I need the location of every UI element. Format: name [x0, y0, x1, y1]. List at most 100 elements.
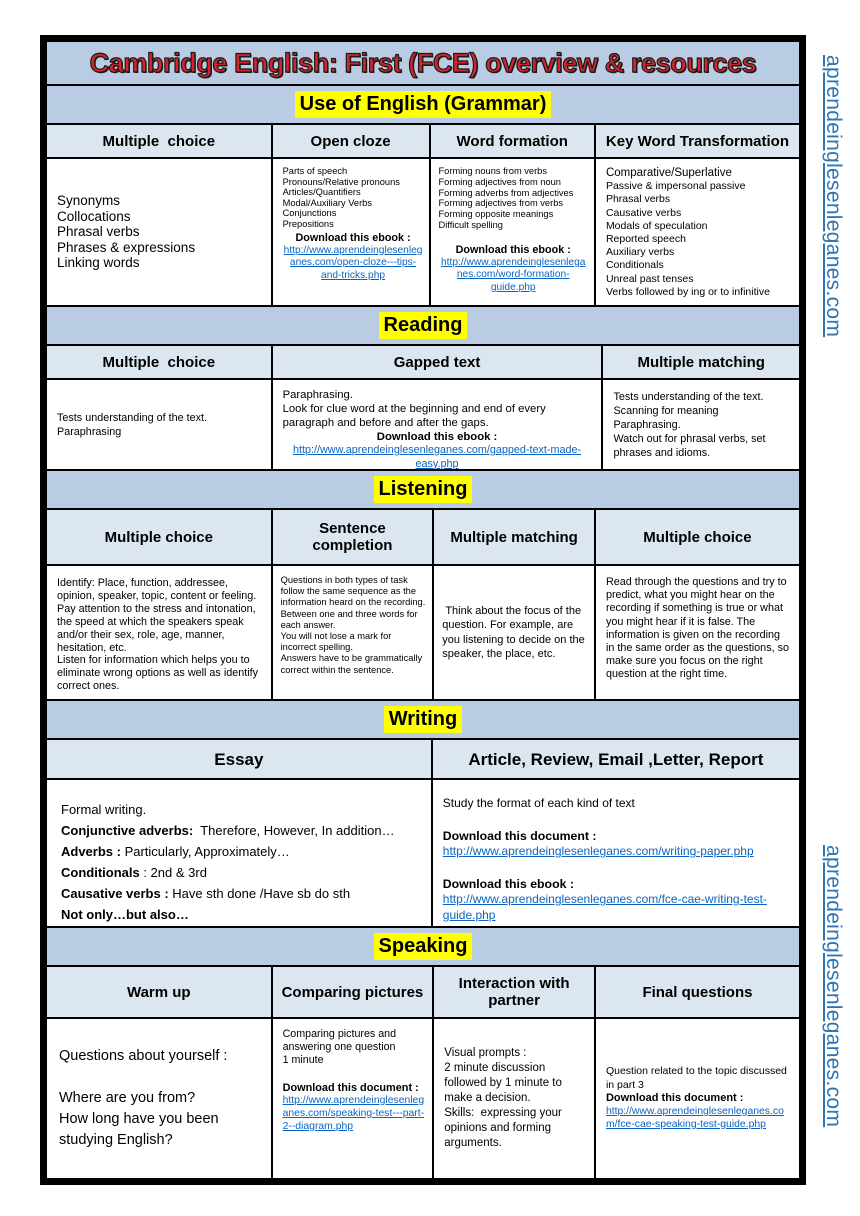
text-line: Questions about yourself :	[59, 1048, 228, 1064]
text-line: Look for clue word at the beginning and …	[282, 403, 549, 429]
section-bar-writing: Writing	[47, 701, 799, 740]
writing-header-article-review: Article, Review, Email ,Letter, Report	[468, 749, 764, 769]
text-line: Paraphrasing	[57, 425, 122, 438]
site-watermark-link-bottom[interactable]: aprendeinglesenleganes.com	[822, 845, 845, 1128]
text-line: Causative verbs : Have sth done /Have sb…	[61, 886, 351, 901]
list-item: Articles/Quantifiers	[282, 187, 361, 198]
listening-multiple-choice-2-cell: Read through the questions and try to pr…	[595, 566, 799, 699]
gapped-text-ebook-link[interactable]: http://www.aprendeinglesenleganes.com/ga…	[292, 444, 582, 469]
listening-multiple-choice-1-cell: Identify: Place, function, addressee, op…	[47, 566, 273, 699]
text-line: Read through the questions and try to pr…	[605, 576, 792, 681]
text-line: Visual prompts :	[444, 1047, 527, 1059]
uoe-header-word-formation: Word formation	[431, 125, 596, 157]
reading-header-multiple-matching: Multiple matching	[637, 353, 765, 371]
list-item: Conjunctions	[282, 208, 337, 219]
text-line: Tests understanding of the text.	[57, 411, 208, 424]
list-item: Comparative/Superlative	[605, 167, 732, 179]
list-item: Forming adverbs from adjectives	[438, 187, 574, 198]
uoe-header-multiple-choice: Multiple choice	[47, 125, 273, 157]
list-item: Difficult spelling	[438, 219, 503, 230]
list-item: Parts of speech	[282, 166, 348, 176]
word-formation-ebook-link[interactable]: http://www.aprendeinglesenleganes.com/wo…	[441, 256, 586, 293]
text-line: Identify: Place, function, addressee, op…	[57, 577, 257, 602]
speaking-interaction-cell: Visual prompts : 2 minute discussion fol…	[434, 1019, 596, 1178]
reading-gapped-text-cell: Paraphrasing. Look for clue word at the …	[272, 380, 604, 469]
list-item: Modals of speculation	[605, 219, 708, 232]
writing-ebook-link[interactable]: http://www.aprendeinglesenleganes.com/fc…	[442, 892, 767, 922]
text-line: Listen for information which helps you t…	[57, 654, 262, 693]
uoe-header-key-word-transformation: Key Word Transformation	[605, 132, 789, 150]
writing-paper-link[interactable]: http://www.aprendeinglesenleganes.com/wr…	[442, 844, 754, 858]
text-line: Not only…but also…	[61, 907, 189, 922]
list-item: Phrasal verbs	[57, 224, 140, 240]
speaking-comparing-pictures-cell: Comparing pictures and answering one que…	[272, 1019, 435, 1178]
uoe-content-row: Synonyms Collocations Phrasal verbs Phra…	[47, 159, 799, 307]
listening-header-multiple-choice-1: Multiple choice	[47, 510, 273, 564]
list-item: Auxiliary verbs	[605, 246, 675, 259]
download-label: Download this document :	[442, 828, 597, 843]
speaking-header-final-questions: Final questions	[642, 983, 753, 1001]
list-item: Causative verbs	[605, 206, 682, 219]
list-item: Prepositions	[282, 218, 334, 229]
site-watermark-link-top[interactable]: aprendeinglesenleganes.com	[822, 55, 845, 338]
list-item: Linking words	[57, 255, 140, 271]
text-line: Conjunctive adverbs: Therefore, However,…	[61, 823, 395, 838]
list-item: Forming adjectives from verbs	[438, 198, 564, 209]
writing-header-essay: Essay	[47, 740, 433, 778]
text-line: 2 minute discussion followed by 1 minute…	[444, 1062, 566, 1104]
text-line: Between one and three words for each ans…	[280, 608, 421, 630]
reading-multiple-choice-cell: Tests understanding of the text. Paraphr…	[47, 380, 273, 469]
listening-header-sentence-completion: Sentence completion	[273, 510, 435, 564]
section-bar-speaking: Speaking	[47, 928, 799, 967]
download-label: Download this document :	[282, 1082, 419, 1094]
speaking-guide-link[interactable]: http://www.aprendeinglesenleganes.com/fc…	[605, 1105, 784, 1130]
list-item: Phrases & expressions	[57, 239, 196, 255]
text-line: Paraphrasing.	[282, 389, 353, 401]
list-item: Collocations	[57, 208, 131, 224]
reading-header-row: Multiple choice Gapped text Multiple mat…	[47, 346, 799, 380]
text-line: Where are you from?	[59, 1090, 196, 1106]
speaking-diagram-link[interactable]: http://www.aprendeinglesenleganes.com/sp…	[282, 1095, 425, 1132]
list-item: Unreal past tenses	[605, 272, 694, 285]
list-item: Modal/Auxiliary Verbs	[282, 197, 372, 208]
open-cloze-ebook-link[interactable]: http://www.aprendeinglesenleganes.com/op…	[283, 244, 423, 281]
uoe-key-word-transformation-cell: Comparative/Superlative Passive & impers…	[595, 159, 799, 305]
list-item: Forming nouns from verbs	[438, 166, 548, 176]
title-row: Cambridge English: First (FCE) overview …	[47, 42, 799, 86]
listening-content-row: Identify: Place, function, addressee, op…	[47, 566, 799, 701]
text-line: Tests understanding of the text.	[613, 390, 764, 403]
list-item: Synonyms	[57, 193, 121, 209]
section-title-listening: Listening	[373, 476, 473, 503]
list-item: Forming opposite meanings	[438, 209, 554, 220]
text-line: Comparing pictures and answering one que…	[282, 1028, 400, 1053]
speaking-header-interaction-with-partner: Interaction with partner	[434, 967, 596, 1017]
listening-header-row: Multiple choice Sentence completion Mult…	[47, 510, 799, 566]
page-title: Cambridge English: First (FCE) overview …	[89, 47, 757, 78]
section-title-use-of-english: Use of English (Grammar)	[294, 91, 552, 118]
text-line: Skills: expressing your opinions and for…	[444, 1107, 566, 1149]
reading-header-gapped-text: Gapped text	[273, 346, 604, 378]
list-item: Phrasal verbs	[605, 193, 671, 206]
download-label: Download this document :	[605, 1092, 744, 1105]
list-item: Passive & impersonal passive	[605, 180, 746, 193]
uoe-header-row: Multiple choice Open cloze Word formatio…	[47, 125, 799, 159]
speaking-content-row: Questions about yourself : Where are you…	[47, 1019, 799, 1178]
section-title-reading: Reading	[378, 312, 468, 339]
list-item: Verbs followed by ing or to infinitive	[605, 285, 770, 298]
speaking-header-row: Warm up Comparing pictures Interaction w…	[47, 967, 799, 1019]
list-item: Reported speech	[605, 233, 686, 246]
text-line: Paraphrasing.	[613, 418, 681, 431]
text-line: Think about the focus of the question. F…	[442, 604, 588, 661]
writing-essay-cell: Formal writing. Conjunctive adverbs: The…	[47, 780, 433, 926]
uoe-multiple-choice-cell: Synonyms Collocations Phrasal verbs Phra…	[47, 159, 273, 305]
text-line: Adverbs : Particularly, Approximately…	[61, 844, 290, 859]
writing-header-row: Essay Article, Review, Email ,Letter, Re…	[47, 740, 799, 780]
section-bar-use-of-english: Use of English (Grammar)	[47, 86, 799, 125]
text-line: Questions in both types of task follow t…	[280, 575, 426, 608]
text-line: Question related to the topic discussed …	[605, 1065, 790, 1091]
text-line: Formal writing.	[61, 802, 147, 817]
list-item: Conditionals	[605, 259, 664, 272]
download-label: Download this ebook :	[295, 231, 411, 244]
text-line: Scanning for meaning	[613, 404, 719, 417]
speaking-header-warm-up: Warm up	[47, 967, 273, 1017]
